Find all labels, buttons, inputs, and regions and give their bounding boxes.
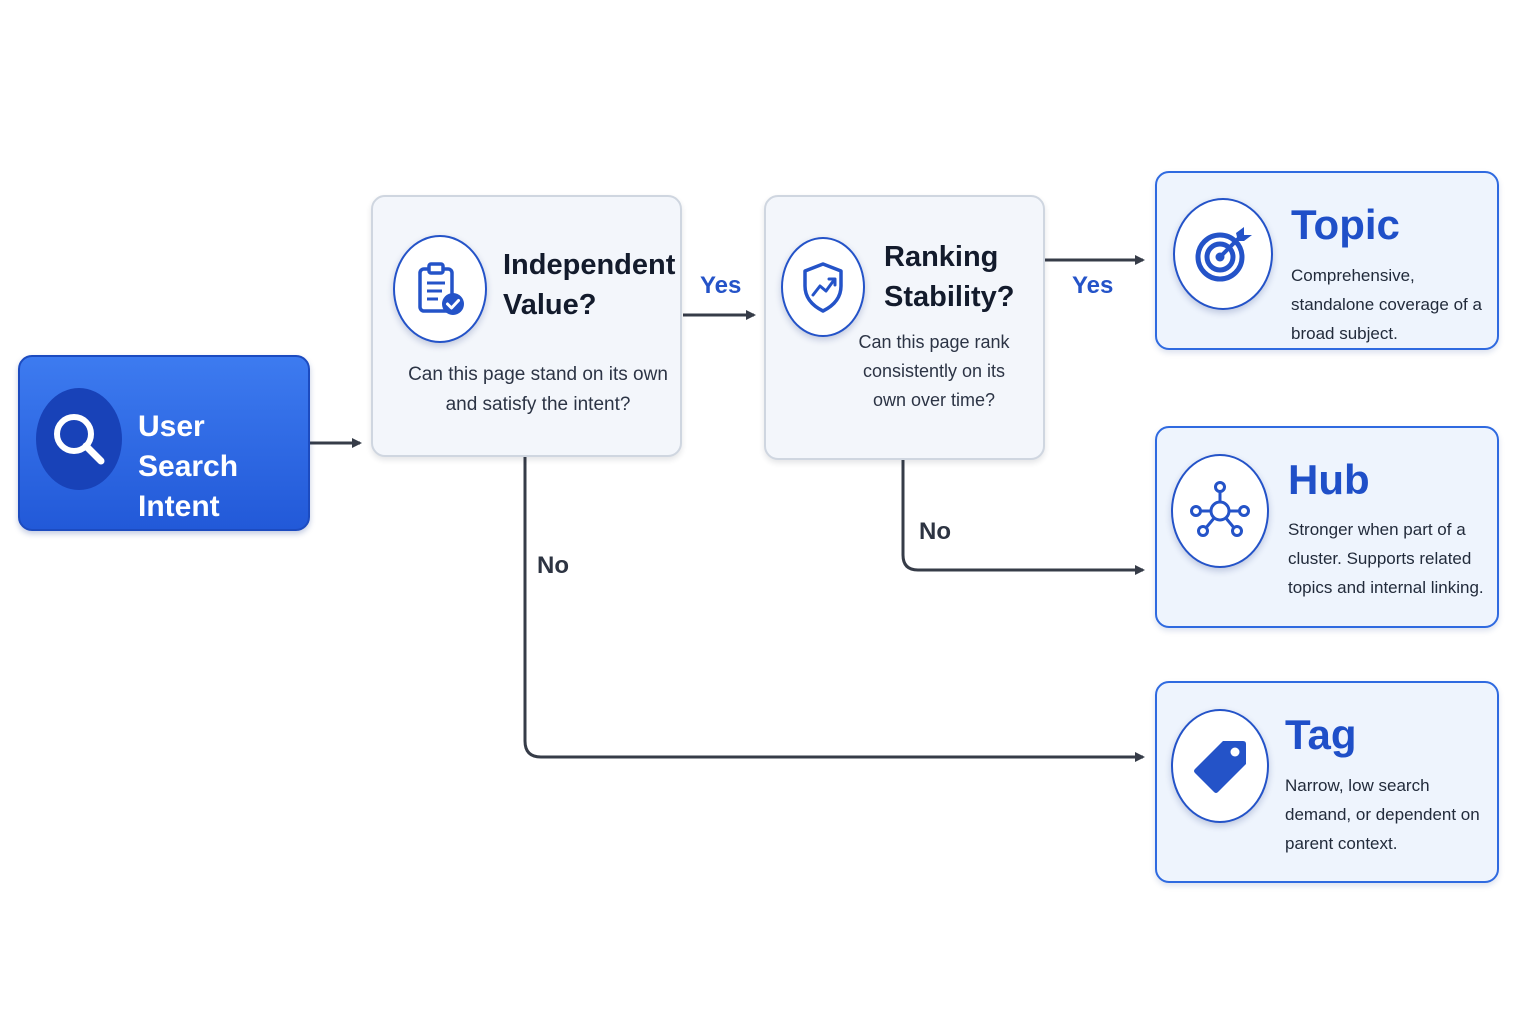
shield-trend-icon [781,237,865,337]
edge-label-yes: Yes [1072,272,1114,299]
decision-text: Can this page stand on its own and satis… [408,364,668,415]
outcome-text: Narrow, low search demand, or dependent … [1285,776,1480,853]
outcome-title: Topic [1291,201,1400,248]
edge-independent-no [523,457,1145,762]
edge-ranking-no [901,460,1145,575]
tag-icon [1171,709,1269,823]
start-title: User Search Intent [138,410,239,523]
edge-label-no: No [537,552,569,579]
outcome-title: Hub [1288,456,1370,503]
edge-label-yes: Yes [700,272,742,299]
outcome-text: Stronger when part of a cluster. Support… [1288,520,1484,597]
outcome-text: Comprehensive, standalone coverage of a … [1291,266,1482,343]
clipboard-check-icon [393,235,487,343]
start-node: User Search Intent [18,355,310,531]
decision-text: Can this page rank consistently on its o… [858,332,1010,410]
search-icon [36,388,122,490]
decision-ranking-stability: Ranking Stability? Can this page rank co… [764,195,1045,460]
decision-title: Ranking Stability? [884,241,1015,313]
decision-independent-value: Independent Value? Can this page stand o… [371,195,682,457]
decision-title: Independent Value? [503,249,676,321]
outcome-title: Tag [1285,711,1357,758]
outcome-hub: Hub Stronger when part of a cluster. Sup… [1155,426,1499,628]
edge-label-no: No [919,518,951,545]
outcome-tag: Tag Narrow, low search demand, or depend… [1155,681,1499,883]
network-icon [1171,454,1269,568]
outcome-topic: Topic Comprehensive, standalone coverage… [1155,171,1499,350]
target-icon [1173,198,1273,310]
